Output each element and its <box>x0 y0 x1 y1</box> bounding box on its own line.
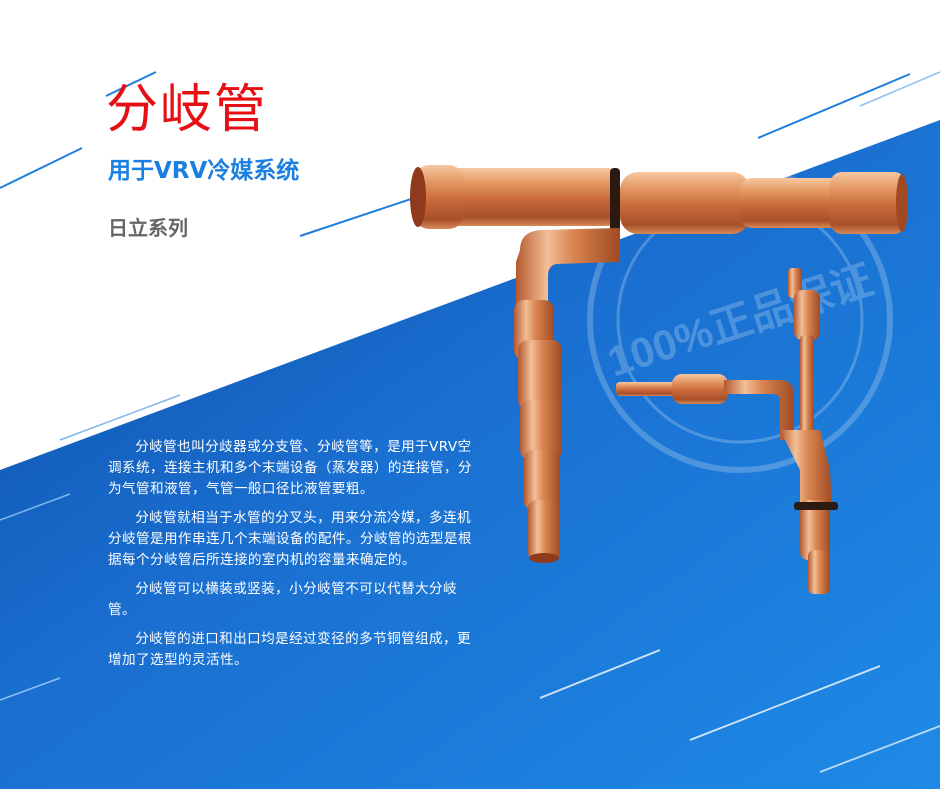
deco-line <box>105 71 157 97</box>
deco-line <box>819 725 940 773</box>
deco-line <box>0 147 83 189</box>
page-title: 分岐管 <box>106 80 269 140</box>
deco-line <box>299 195 421 237</box>
series-label: 日立系列 <box>108 216 188 240</box>
subtitle: 用于VRV冷媒系统 <box>108 158 300 184</box>
description-paragraph: 分岐管可以横装或竖装，小分岐管不可以代替大分岐管。 <box>108 581 458 618</box>
deco-line <box>689 665 881 741</box>
blue-band <box>0 120 940 789</box>
deco-line <box>539 649 661 699</box>
description-paragraph: 分岐管就相当于水管的分叉头，用来分流冷媒，多连机分岐管是用作串连几个末端设备的配… <box>108 510 472 568</box>
description-paragraph: 分岐管的进口和出口均是经过变径的多节铜管组成，更增加了选型的灵活性。 <box>108 631 472 668</box>
description-block: 分岐管也叫分歧器或分支管、分岐管等，是用于VRV空调系统，连接主机和多个末端设备… <box>108 437 480 679</box>
deco-line <box>757 73 911 139</box>
description-paragraph: 分岐管也叫分歧器或分支管、分岐管等，是用于VRV空调系统，连接主机和多个末端设备… <box>108 439 472 497</box>
small-branch-pipe-image <box>616 268 838 594</box>
deco-line <box>59 394 181 441</box>
deco-line <box>0 493 71 521</box>
deco-line <box>859 71 940 107</box>
deco-line <box>0 677 61 701</box>
large-branch-pipe-image <box>410 165 908 563</box>
